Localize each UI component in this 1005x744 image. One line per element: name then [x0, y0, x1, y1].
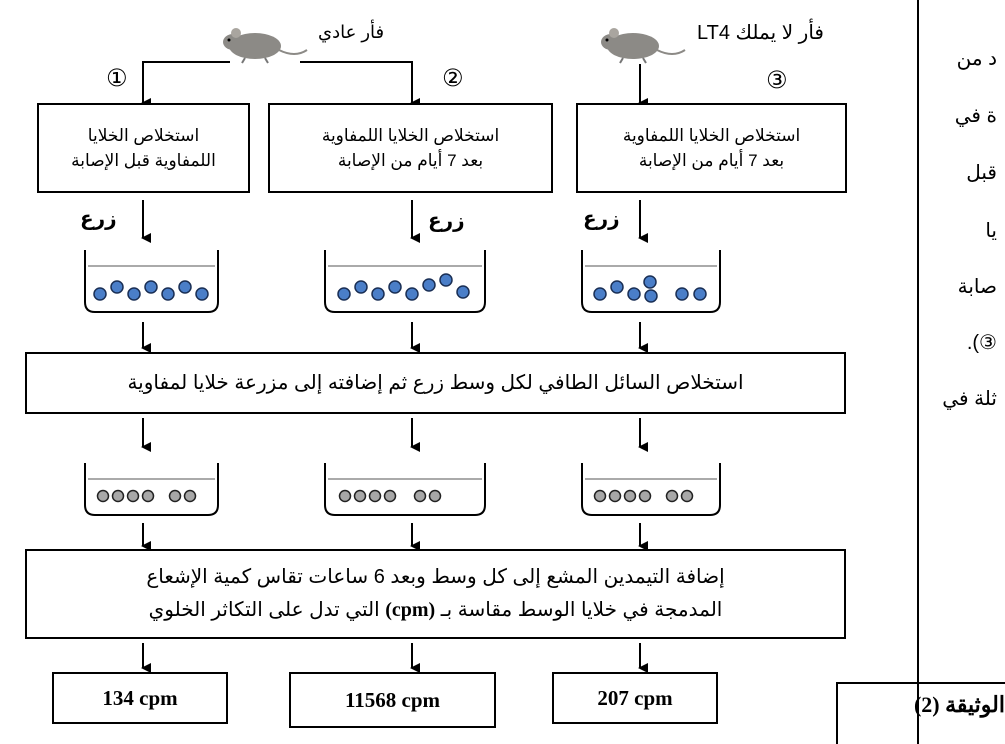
thymidine-step-line2: المدمجة في خلايا الوسط مقاسة بـ (cpm) ال…: [146, 594, 724, 627]
side-text-line-2: ة في: [954, 105, 997, 127]
step-number-2: ②: [442, 64, 464, 92]
thymidine-step-line2-after: التي تدل على التكاثر الخلوي: [148, 599, 386, 621]
step-number-3: ③: [766, 66, 788, 94]
normal-mouse-icon: [222, 27, 308, 64]
result-unit-1: cpm: [139, 685, 178, 710]
document-frame: [917, 0, 919, 744]
document-label: الوثيقة (2): [913, 692, 1005, 717]
knockout-mouse-label: فأر لا يملك LT4: [697, 22, 824, 44]
thymidine-step-box: إضافة التيمدين المشع إلى كل وسط وبعد 6 س…: [25, 549, 846, 639]
step-number-1: ①: [106, 64, 128, 92]
result-box-2: 11568 cpm: [289, 672, 496, 728]
extraction-box-3-line1: استخلاص الخلايا اللمفاوية: [622, 126, 801, 145]
supernatant-step-box: استخلاص السائل الطافي لكل وسط زرع ثم إضا…: [25, 352, 846, 414]
thymidine-step-line2-before: المدمجة في خلايا الوسط مقاسة بـ: [435, 599, 723, 621]
extraction-box-2-line2: بعد 7 أيام من الإصابة: [337, 151, 484, 170]
supernatant-step-text: استخلاص السائل الطافي لكل وسط زرع ثم إضا…: [127, 371, 744, 394]
side-text-line-5: صابة: [957, 276, 997, 298]
result-value-1: 134: [102, 685, 134, 710]
extraction-box-2-line1: استخلاص الخلايا اللمفاوية: [321, 126, 500, 145]
result-value-2: 11568: [344, 687, 397, 712]
lymphocyte-cells-grey: [96, 489, 694, 503]
diagram-graphics: [84, 27, 721, 673]
normal-mouse-label: فأر عادي: [318, 22, 385, 42]
culture-label-1: زرع: [80, 206, 117, 230]
side-text-line-3: قبل: [966, 162, 997, 184]
side-text-line-4: يا: [985, 220, 997, 242]
side-text-line-1: د من: [956, 48, 997, 70]
culture-dish-3: [581, 250, 721, 313]
result-box-3: 207 cpm: [552, 672, 718, 724]
culture-dish-1: [84, 250, 219, 313]
extraction-box-1: استخلاص الخلايا اللمفاوية قبل الإصابة: [37, 103, 250, 193]
thymidine-step-unit: (cpm): [385, 599, 436, 621]
extraction-box-3: استخلاص الخلايا اللمفاوية بعد 7 أيام من …: [576, 103, 847, 193]
thymidine-step-line1: إضافة التيمدين المشع إلى كل وسط وبعد 6 س…: [146, 566, 725, 588]
extraction-box-1-line1: استخلاص الخلايا: [87, 126, 200, 145]
culture-dish-4: [84, 463, 219, 516]
culture-dish-6: [581, 463, 721, 516]
extraction-box-1-line2: اللمفاوية قبل الإصابة: [71, 151, 216, 170]
result-value-3: 207: [597, 685, 629, 710]
document-label-box: الوثيقة (2): [836, 682, 1005, 744]
side-text-line-6: ③).: [966, 332, 997, 354]
result-unit-2: cpm: [401, 687, 441, 712]
lymphocyte-cells-blue: [93, 273, 707, 303]
culture-dish-2: [324, 250, 486, 313]
result-unit-3: cpm: [634, 685, 673, 710]
result-box-1: 134 cpm: [52, 672, 228, 724]
branch-arrow-1: [141, 61, 230, 108]
knockout-mouse-icon: [600, 27, 686, 64]
side-text-line-7: ثلة في: [942, 388, 997, 410]
extraction-box-3-line2: بعد 7 أيام من الإصابة: [638, 151, 785, 170]
culture-label-3: زرع: [583, 206, 620, 230]
culture-dish-5: [324, 463, 486, 516]
extraction-box-2: استخلاص الخلايا اللمفاوية بعد 7 أيام من …: [268, 103, 553, 193]
culture-label-2: زرع: [428, 208, 465, 232]
branch-arrow-2: [300, 61, 420, 108]
